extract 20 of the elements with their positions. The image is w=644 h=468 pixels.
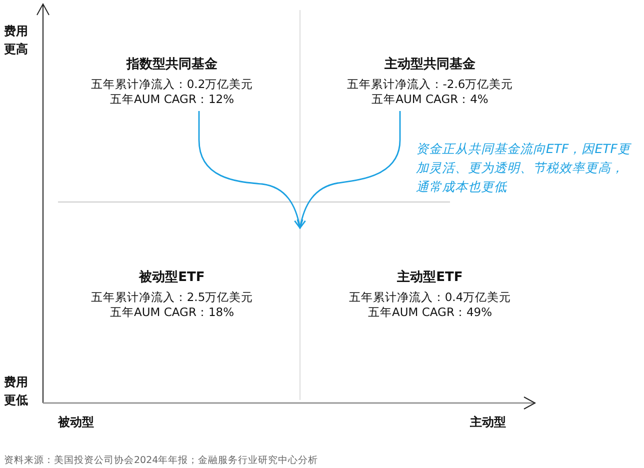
annotation-text: 资金正从共同基金流向ETF，因ETF更加灵活、更为透明、节税效率更高，通常成本也更低 [416, 140, 632, 196]
quadrant-stat: 五年累计净流入：2.5万亿美元 [90, 290, 254, 305]
quadrant-stat: 五年累计净流入：-2.6万亿美元 [346, 77, 514, 92]
quadrant-stat: 五年AUM CAGR：12% [110, 92, 234, 107]
quadrant-stat: 五年AUM CAGR：4% [372, 92, 488, 107]
axis-label: 主动型 [470, 414, 506, 431]
curved-arrow [296, 111, 401, 229]
quadrant-stat: 五年AUM CAGR：49% [368, 305, 492, 320]
axis-label: 费用更低 [4, 374, 29, 409]
source-note: 资料来源：美国投资公司协会2024年年报；金融服务行业研究中心分析 [4, 454, 318, 467]
quadrant-stat: 五年累计净流入：0.2万亿美元 [90, 77, 254, 92]
quadrant-stat: 五年累计净流入：0.4万亿美元 [348, 290, 512, 305]
curved-arrow [198, 111, 304, 229]
quadrant-stat: 五年AUM CAGR：18% [110, 305, 234, 320]
quadrant-title: 被动型ETF [139, 269, 205, 286]
axis-label: 费用更高 [4, 23, 29, 58]
axis-label: 被动型 [58, 414, 94, 431]
quadrant-title: 指数型共同基金 [126, 56, 218, 73]
quadrant-title: 主动型ETF [397, 268, 463, 286]
quadrant-title: 主动型共同基金 [384, 56, 476, 73]
